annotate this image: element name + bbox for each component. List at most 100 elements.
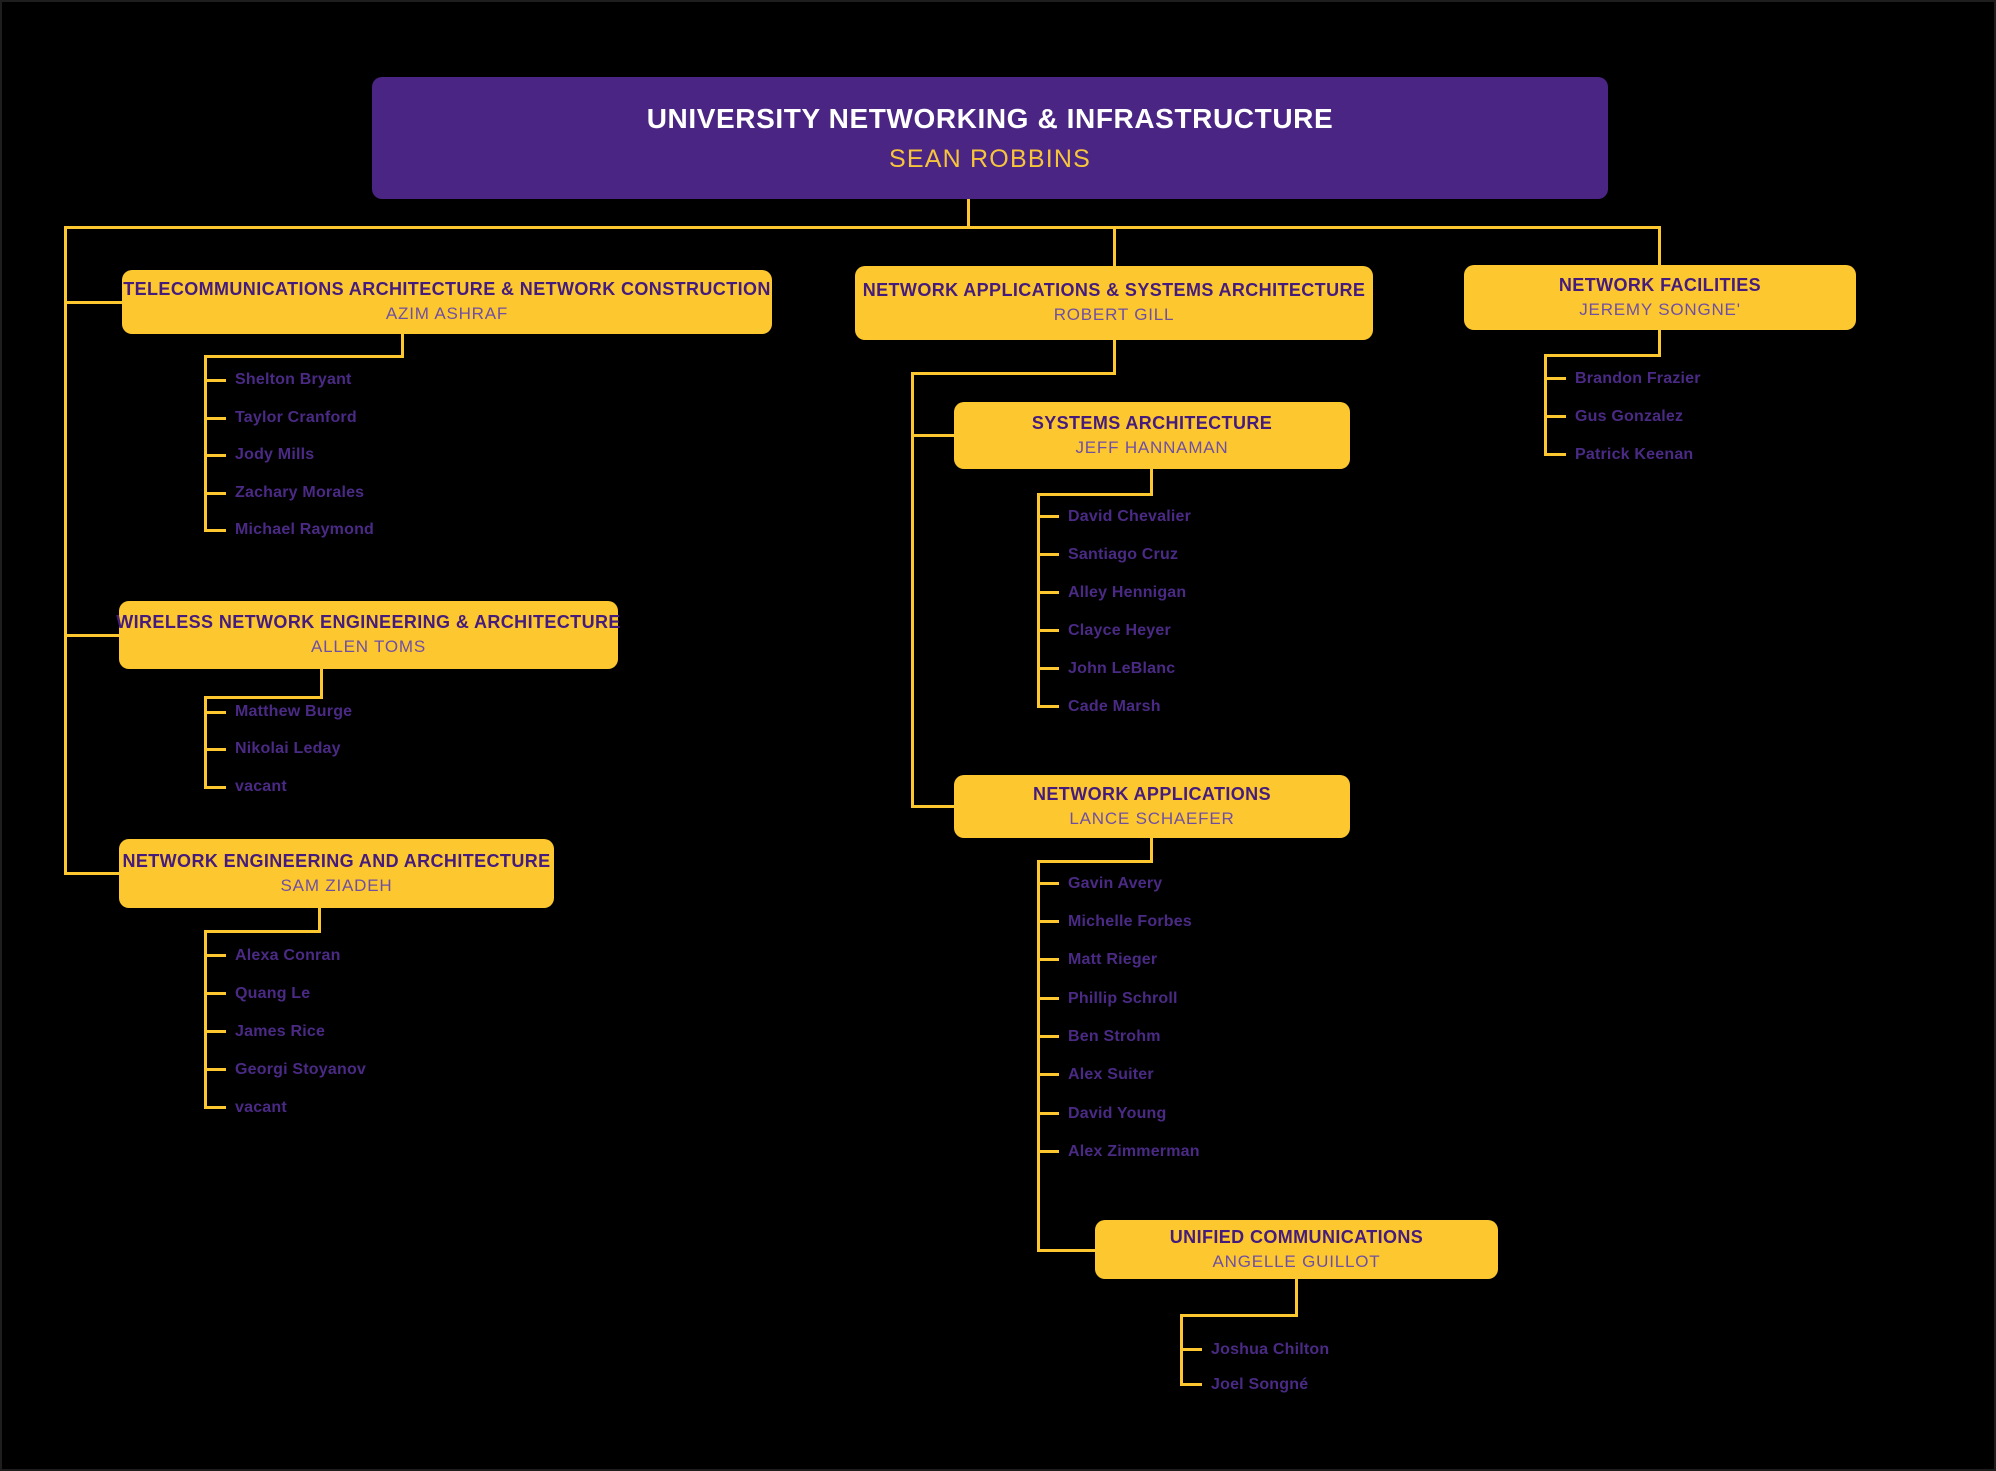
member-name: vacant — [235, 778, 287, 795]
member-name: Clayce Heyer — [1068, 622, 1171, 639]
connector-line — [64, 634, 119, 637]
connector-tick — [1037, 1035, 1059, 1038]
member-name: Taylor Cranford — [235, 409, 357, 426]
connector-tick — [1037, 1150, 1059, 1153]
connector-line — [1150, 469, 1153, 496]
dept-title: TELECOMMUNICATIONS ARCHITECTURE & NETWOR… — [123, 279, 771, 300]
connector-tick — [204, 379, 226, 382]
connector-line — [1037, 493, 1040, 708]
connector-tick — [1544, 377, 1566, 380]
dept-box-network-facilities: NETWORK FACILITIES JEREMY SONGNE' — [1464, 265, 1856, 330]
connector-tick — [204, 492, 226, 495]
connector-tick — [204, 1068, 226, 1071]
connector-line — [967, 199, 970, 229]
connector-tick — [1037, 591, 1059, 594]
connector-tick — [1037, 997, 1059, 1000]
dept-title: WIRELESS NETWORK ENGINEERING & ARCHITECT… — [116, 612, 621, 633]
connector-line — [1180, 1314, 1298, 1317]
dept-box-network-engineering: NETWORK ENGINEERING AND ARCHITECTURE SAM… — [119, 839, 554, 908]
dept-box-unified-communications: UNIFIED COMMUNICATIONS ANGELLE GUILLOT — [1095, 1220, 1498, 1279]
dept-title: NETWORK APPLICATIONS — [1033, 783, 1271, 804]
member-name: Shelton Bryant — [235, 371, 352, 388]
connector-tick — [204, 954, 226, 957]
dept-title: SYSTEMS ARCHITECTURE — [1031, 412, 1273, 433]
connector-line — [204, 696, 323, 699]
connector-tick — [204, 748, 226, 751]
member-name: Jody Mills — [235, 446, 315, 463]
connector-tick — [204, 786, 226, 789]
connector-tick — [1037, 882, 1059, 885]
member-name: Alex Suiter — [1068, 1066, 1154, 1083]
dept-manager: ALLEN TOMS — [310, 637, 427, 657]
connector-line — [204, 355, 404, 358]
connector-tick — [204, 529, 226, 532]
connector-tick — [204, 711, 226, 714]
root-title: UNIVERSITY NETWORKING & INFRASTRUCTURE — [646, 102, 1334, 134]
connector-line — [318, 908, 321, 933]
connector-line — [1150, 838, 1153, 863]
connector-line — [911, 805, 954, 808]
connector-line — [1544, 354, 1547, 456]
connector-line — [64, 301, 122, 304]
member-name: David Chevalier — [1068, 508, 1192, 525]
connector-tick — [1180, 1348, 1202, 1351]
dept-manager: AZIM ASHRAF — [385, 304, 509, 324]
member-name: Patrick Keenan — [1575, 446, 1694, 463]
connector-tick — [1180, 1383, 1202, 1386]
connector-line — [1113, 340, 1116, 375]
connector-tick — [1544, 415, 1566, 418]
dept-title: NETWORK ENGINEERING AND ARCHITECTURE — [122, 850, 551, 871]
connector-tick — [204, 1030, 226, 1033]
connector-line — [1037, 860, 1040, 1252]
connector-tick — [1037, 553, 1059, 556]
member-name: Ben Strohm — [1068, 1028, 1161, 1045]
member-name: Michelle Forbes — [1068, 913, 1192, 930]
dept-manager: JEREMY SONGNE' — [1579, 299, 1741, 319]
member-name: vacant — [235, 1099, 287, 1116]
connector-line — [1037, 493, 1153, 496]
connector-line — [1658, 226, 1661, 265]
connector-tick — [1037, 920, 1059, 923]
connector-tick — [204, 992, 226, 995]
connector-line — [64, 226, 1661, 229]
connector-line — [1658, 330, 1661, 357]
member-name: Matthew Burge — [235, 703, 353, 720]
connector-tick — [1037, 515, 1059, 518]
member-name: Brandon Frazier — [1575, 370, 1701, 387]
connector-line — [204, 930, 207, 1109]
connector-tick — [204, 454, 226, 457]
connector-line — [1113, 226, 1116, 266]
connector-tick — [204, 1106, 226, 1109]
dept-title: NETWORK APPLICATIONS & SYSTEMS ARCHITECT… — [862, 280, 1366, 301]
connector-tick — [1037, 1073, 1059, 1076]
dept-box-network-applications: NETWORK APPLICATIONS LANCE SCHAEFER — [954, 775, 1350, 838]
connector-line — [911, 372, 914, 808]
dept-box-wireless: WIRELESS NETWORK ENGINEERING & ARCHITECT… — [116, 601, 621, 669]
member-name: Joel Songné — [1211, 1376, 1309, 1393]
connector-tick — [1037, 705, 1059, 708]
connector-line — [320, 669, 323, 699]
member-name: Santiago Cruz — [1068, 546, 1179, 563]
dept-title: UNIFIED COMMUNICATIONS — [1169, 1226, 1424, 1247]
dept-box-netapps-sysarch: NETWORK APPLICATIONS & SYSTEMS ARCHITECT… — [855, 266, 1373, 340]
member-name: Quang Le — [235, 985, 311, 1002]
member-name: Nikolai Leday — [235, 740, 341, 757]
connector-line — [64, 872, 119, 875]
connector-line — [204, 930, 321, 933]
connector-line — [401, 334, 404, 358]
connector-line — [204, 696, 207, 789]
connector-tick — [1037, 629, 1059, 632]
dept-manager: JEFF HANNAMAN — [1075, 437, 1229, 457]
member-name: Gus Gonzalez — [1575, 408, 1684, 425]
connector-tick — [1037, 958, 1059, 961]
dept-manager: SAM ZIADEH — [280, 875, 393, 895]
member-name: David Young — [1068, 1105, 1167, 1122]
member-name: Phillip Schroll — [1068, 990, 1178, 1007]
member-name: Georgi Stoyanov — [235, 1061, 367, 1078]
root-manager: SEAN ROBBINS — [889, 144, 1091, 173]
connector-tick — [1037, 667, 1059, 670]
member-name: Cade Marsh — [1068, 698, 1161, 715]
connector-line — [204, 355, 207, 532]
connector-line — [1295, 1279, 1298, 1317]
